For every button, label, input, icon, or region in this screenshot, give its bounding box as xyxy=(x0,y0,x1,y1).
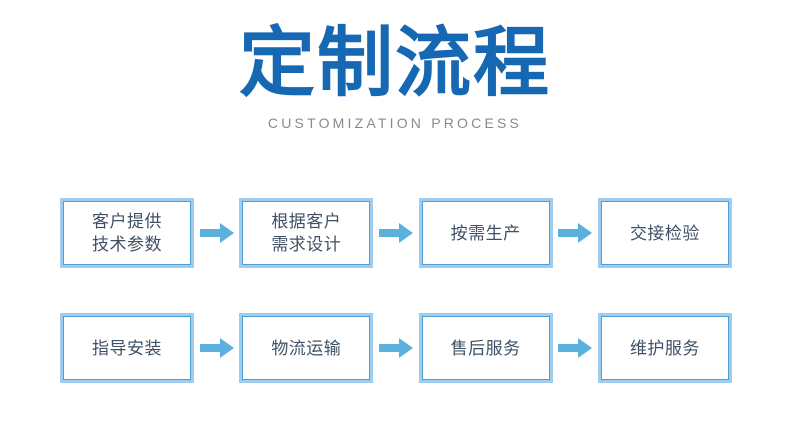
flow-step-5[interactable]: 指导安装 xyxy=(60,313,194,383)
flow-step-6[interactable]: 物流运输 xyxy=(239,313,374,383)
arrow-right-icon xyxy=(377,335,415,361)
flow-step-1[interactable]: 客户提供 技术参数 xyxy=(60,198,194,268)
flow-step-7[interactable]: 售后服务 xyxy=(418,313,553,383)
flow-step-label: 售后服务 xyxy=(450,338,521,358)
flow-step-label: 根据客户 需求设计 xyxy=(271,212,342,254)
arrow-right-icon xyxy=(556,335,594,361)
arrow-right-icon xyxy=(377,220,415,246)
flow-step-label: 交接检验 xyxy=(629,223,700,243)
flow-step-label: 客户提供 技术参数 xyxy=(92,212,162,254)
flow-step-4[interactable]: 交接检验 xyxy=(597,198,732,268)
flow-row-2: 指导安装 物流运输 售后服务 xyxy=(60,313,732,383)
header: 定制流程 CUSTOMIZATION PROCESS xyxy=(0,22,790,132)
flow-step-label: 物流运输 xyxy=(271,338,342,358)
flow-step-3[interactable]: 按需生产 xyxy=(418,198,553,268)
flow-step-label: 指导安装 xyxy=(92,338,162,358)
arrow-right-icon xyxy=(198,335,236,361)
page-subtitle: CUSTOMIZATION PROCESS xyxy=(267,115,523,131)
flow-step-8[interactable]: 维护服务 xyxy=(597,313,732,383)
page-title: 定制流程 xyxy=(239,21,551,106)
arrow-right-icon xyxy=(556,220,594,246)
arrow-right-icon xyxy=(198,220,236,246)
flow-step-label: 维护服务 xyxy=(629,338,700,358)
flow-step-label: 按需生产 xyxy=(450,223,521,243)
flow-step-2[interactable]: 根据客户 需求设计 xyxy=(239,198,374,268)
flow-row-1: 客户提供 技术参数 根据客户 需求设计 按需生产 xyxy=(60,198,732,268)
